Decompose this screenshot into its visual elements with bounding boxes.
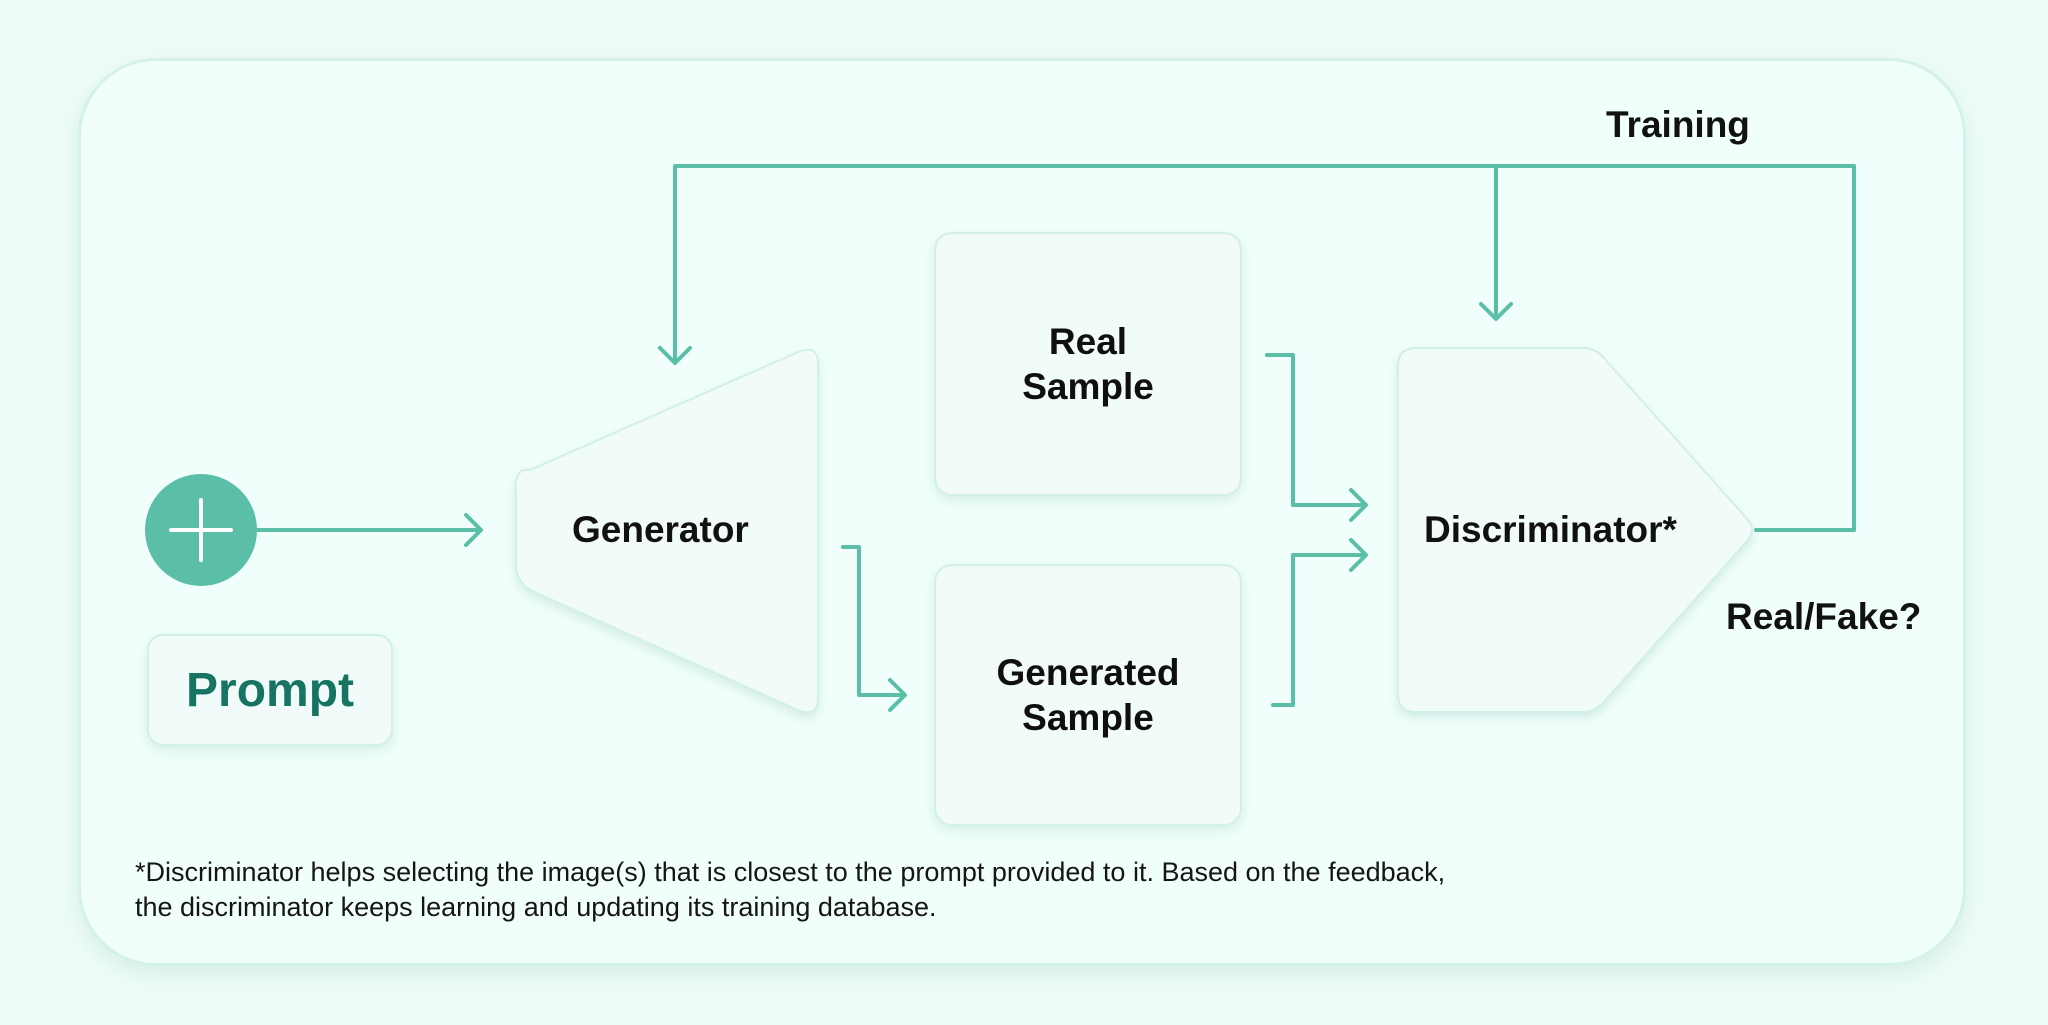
- training-label: Training: [1606, 104, 1750, 145]
- edge-prompt-to-generator: [256, 513, 483, 547]
- discriminator-node: [1397, 347, 1753, 713]
- real-sample-node: Real Sample: [934, 232, 1242, 496]
- real-sample-label: Real Sample: [1022, 321, 1154, 407]
- generator-node: [514, 348, 819, 714]
- generated-sample-node: Generated Sample: [934, 564, 1242, 826]
- plus-icon: [169, 498, 233, 562]
- prompt-node: Prompt: [147, 634, 393, 746]
- generator-label: Generator: [572, 509, 749, 550]
- real-fake-label: Real/Fake?: [1726, 596, 1922, 637]
- discriminator-label: Discriminator*: [1424, 509, 1677, 550]
- generated-sample-label: Generated Sample: [996, 652, 1180, 738]
- edge-training-loop: [658, 164, 1856, 532]
- footnote-line-2: the discriminator keeps learning and upd…: [135, 892, 937, 922]
- prompt-label: Prompt: [186, 663, 354, 717]
- edge-generated-sample-to-discriminator: [1271, 538, 1368, 707]
- footnote-line-1: *Discriminator helps selecting the image…: [135, 857, 1446, 887]
- edge-real-sample-to-discriminator: [1265, 353, 1368, 522]
- footnote: *Discriminator helps selecting the image…: [135, 855, 1835, 925]
- edge-generator-to-generated-sample: [841, 545, 907, 712]
